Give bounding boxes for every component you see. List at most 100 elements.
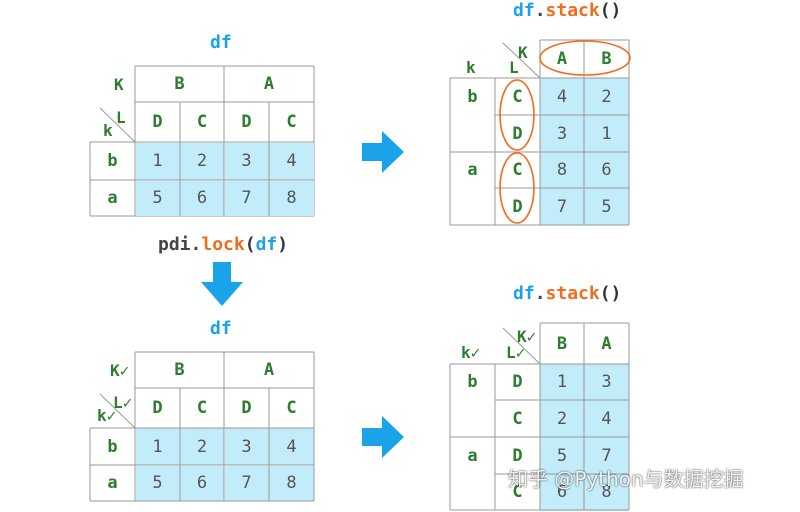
top-left-level-K: K — [114, 75, 124, 94]
bottom-right-caption-dot: . — [534, 283, 546, 304]
table-cell: 7 — [241, 473, 252, 493]
bottom-right-inner-label: C — [512, 408, 523, 429]
top-left-row-label: a — [107, 188, 118, 208]
lock-caption-close: ) — [277, 234, 289, 255]
table-cell: 7 — [241, 188, 252, 208]
table-cell: 4 — [601, 408, 612, 429]
bottom-right-caption-func: stack — [545, 283, 600, 304]
bottom-left-level-K: K✓ — [110, 361, 130, 380]
top-right-level-L: L — [509, 58, 519, 77]
table-cell: 6 — [601, 160, 612, 180]
bottom-right-caption: df.stack() — [513, 283, 621, 304]
bottom-right-caption-parens: () — [599, 283, 622, 304]
top-left-inner-col-1: C — [196, 112, 208, 132]
table-cell: 6 — [196, 473, 208, 493]
table-cell: 2 — [556, 408, 568, 429]
bottom-right-caption-obj: df — [513, 283, 535, 304]
table-cell: 8 — [286, 473, 297, 493]
bottom-right-inner-label: D — [512, 372, 523, 392]
table-cell: 8 — [286, 188, 297, 208]
table-cell: 5 — [556, 445, 568, 466]
bottom-right-level-K: K✓ — [517, 327, 537, 346]
bottom-right-col-1: A — [601, 333, 612, 354]
top-right-level-K: K — [518, 43, 528, 62]
table-cell: 2 — [196, 151, 208, 171]
table-cell: 1 — [152, 151, 163, 171]
bottom-left-level-L: L✓ — [113, 393, 133, 412]
lock-caption-arg: df — [255, 234, 278, 255]
bottom-right-inner-label: C — [512, 482, 523, 502]
top-right-inner-label: C — [512, 160, 523, 180]
bottom-right-outer-label: a — [467, 445, 478, 466]
top-right-inner-label: D — [512, 123, 523, 144]
bottom-left-outer-col-1: A — [263, 360, 275, 380]
top-left-inner-col-3: C — [286, 112, 297, 132]
top-right-col-1: B — [601, 49, 612, 69]
top-right-caption-func: stack — [545, 0, 600, 21]
bottom-left-inner-col-1: C — [196, 398, 208, 418]
bottom-left-row-label: b — [107, 436, 118, 457]
table-cell: 8 — [601, 482, 612, 502]
table-cell: 1 — [601, 123, 612, 144]
lock-caption-dot: . — [190, 234, 202, 255]
bottom-left-level-k: k✓ — [97, 406, 117, 425]
table-cell: 5 — [152, 188, 163, 208]
top-right-level-k: k — [466, 58, 476, 77]
bottom-right-inner-label: D — [512, 445, 523, 466]
arrow-down-icon — [201, 262, 243, 306]
top-right-caption-parens: () — [599, 0, 622, 21]
table-cell: 4 — [286, 151, 297, 171]
bottom-left-inner-col-2: D — [241, 398, 252, 418]
table-cell: 3 — [601, 372, 612, 392]
lock-caption-open: ( — [244, 234, 256, 255]
bottom-right-level-k: k✓ — [461, 343, 481, 362]
table-cell: 3 — [556, 123, 568, 144]
bottom-left-outer-col-0: B — [174, 360, 185, 380]
table-cell: 8 — [556, 160, 568, 180]
table-cell: 2 — [196, 436, 208, 457]
arrow-right-icon — [362, 416, 404, 458]
table-cell: 6 — [196, 188, 208, 208]
top-left-outer-col-0: B — [174, 74, 185, 94]
table-cell: 3 — [241, 436, 252, 457]
watermark: 知乎 @Python与数据挖掘 — [508, 467, 744, 491]
lock-caption: pdi.lock(df) — [158, 234, 288, 255]
bottom-left-inner-col-0: D — [152, 398, 163, 418]
table-cell: 7 — [556, 196, 568, 217]
table-cell: 1 — [152, 436, 163, 457]
table-cell: 5 — [152, 473, 163, 493]
table-cell: 5 — [601, 196, 612, 217]
top-right-outer-label: a — [467, 160, 478, 180]
top-right-inner-label: C — [512, 86, 523, 107]
arrow-right-icon — [362, 131, 404, 173]
top-left-level-k: k — [103, 121, 113, 140]
top-left-row-label: b — [107, 151, 118, 171]
table-cell: 1 — [556, 372, 568, 392]
top-left-caption: df — [210, 32, 232, 53]
lock-caption-func: lock — [201, 234, 245, 255]
table-cell: 4 — [556, 86, 568, 107]
top-left-outer-col-1: A — [263, 74, 275, 94]
top-right-col-0: A — [556, 49, 568, 69]
bottom-left-inner-col-3: C — [286, 398, 297, 418]
table-cell: 2 — [601, 86, 612, 107]
table-cell: 4 — [286, 436, 297, 457]
bottom-left-caption: df — [210, 318, 232, 339]
table-cell: 6 — [556, 482, 568, 502]
top-right-outer-label: b — [467, 86, 478, 107]
top-left-inner-col-0: D — [152, 112, 163, 132]
table-cell: 7 — [601, 445, 612, 466]
bottom-left-row-label: a — [107, 473, 118, 493]
top-left-level-L: L — [116, 108, 126, 127]
bottom-right-level-L: L✓ — [506, 343, 526, 362]
top-right-caption-obj: df — [513, 0, 535, 21]
lock-caption-obj: pdi — [158, 234, 191, 255]
table-cell: 3 — [241, 151, 252, 171]
top-right-caption-dot: . — [534, 0, 546, 21]
top-right-inner-label: D — [512, 196, 523, 217]
top-left-inner-col-2: D — [241, 112, 252, 132]
